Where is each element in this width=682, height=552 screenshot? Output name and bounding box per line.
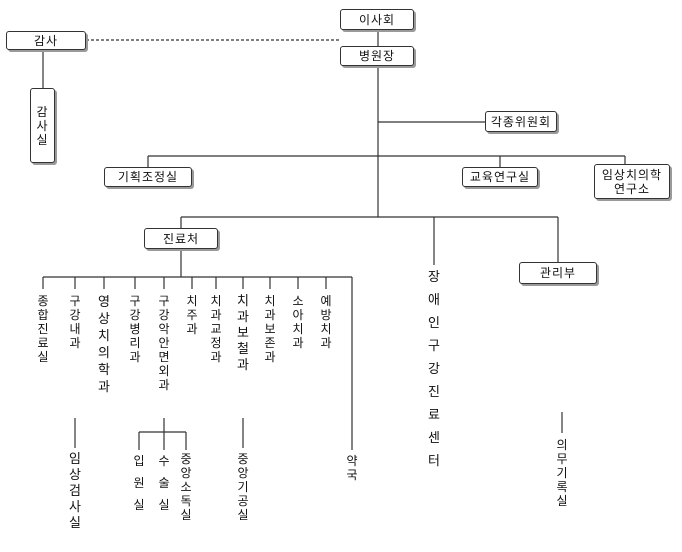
management-label: 관리부	[539, 266, 577, 280]
director-label: 병원장	[358, 49, 396, 63]
audit-office-box: 감 사 실	[30, 88, 55, 163]
committees-box: 각종위원회	[485, 111, 557, 132]
medical-division-label: 진료처	[162, 231, 200, 246]
clinical-institute-line-2: 연구소	[613, 181, 651, 196]
management-box: 관리부	[519, 262, 597, 284]
education-label: 교육연구실	[469, 170, 531, 184]
planning-box: 기획조정실	[104, 167, 192, 187]
planning-label: 기획조정실	[117, 170, 179, 184]
auditor-box: 감사	[6, 31, 86, 50]
audit-office-char-3: 실	[36, 132, 49, 147]
medical-division-box: 진료처	[144, 228, 218, 249]
board-label: 이사회	[358, 12, 396, 27]
audit-office-char-2: 사	[36, 118, 49, 133]
director-box: 병원장	[340, 46, 414, 66]
education-box: 교육연구실	[462, 167, 538, 187]
audit-office-char-1: 감	[36, 104, 49, 119]
auditor-label: 감사	[33, 33, 59, 48]
board-box: 이사회	[340, 9, 414, 30]
clinical-institute-line-1: 임상치의학	[601, 167, 663, 182]
committees-label: 각종위원회	[490, 114, 552, 129]
clinical-institute-box: 임상치의학 연구소	[594, 164, 670, 199]
